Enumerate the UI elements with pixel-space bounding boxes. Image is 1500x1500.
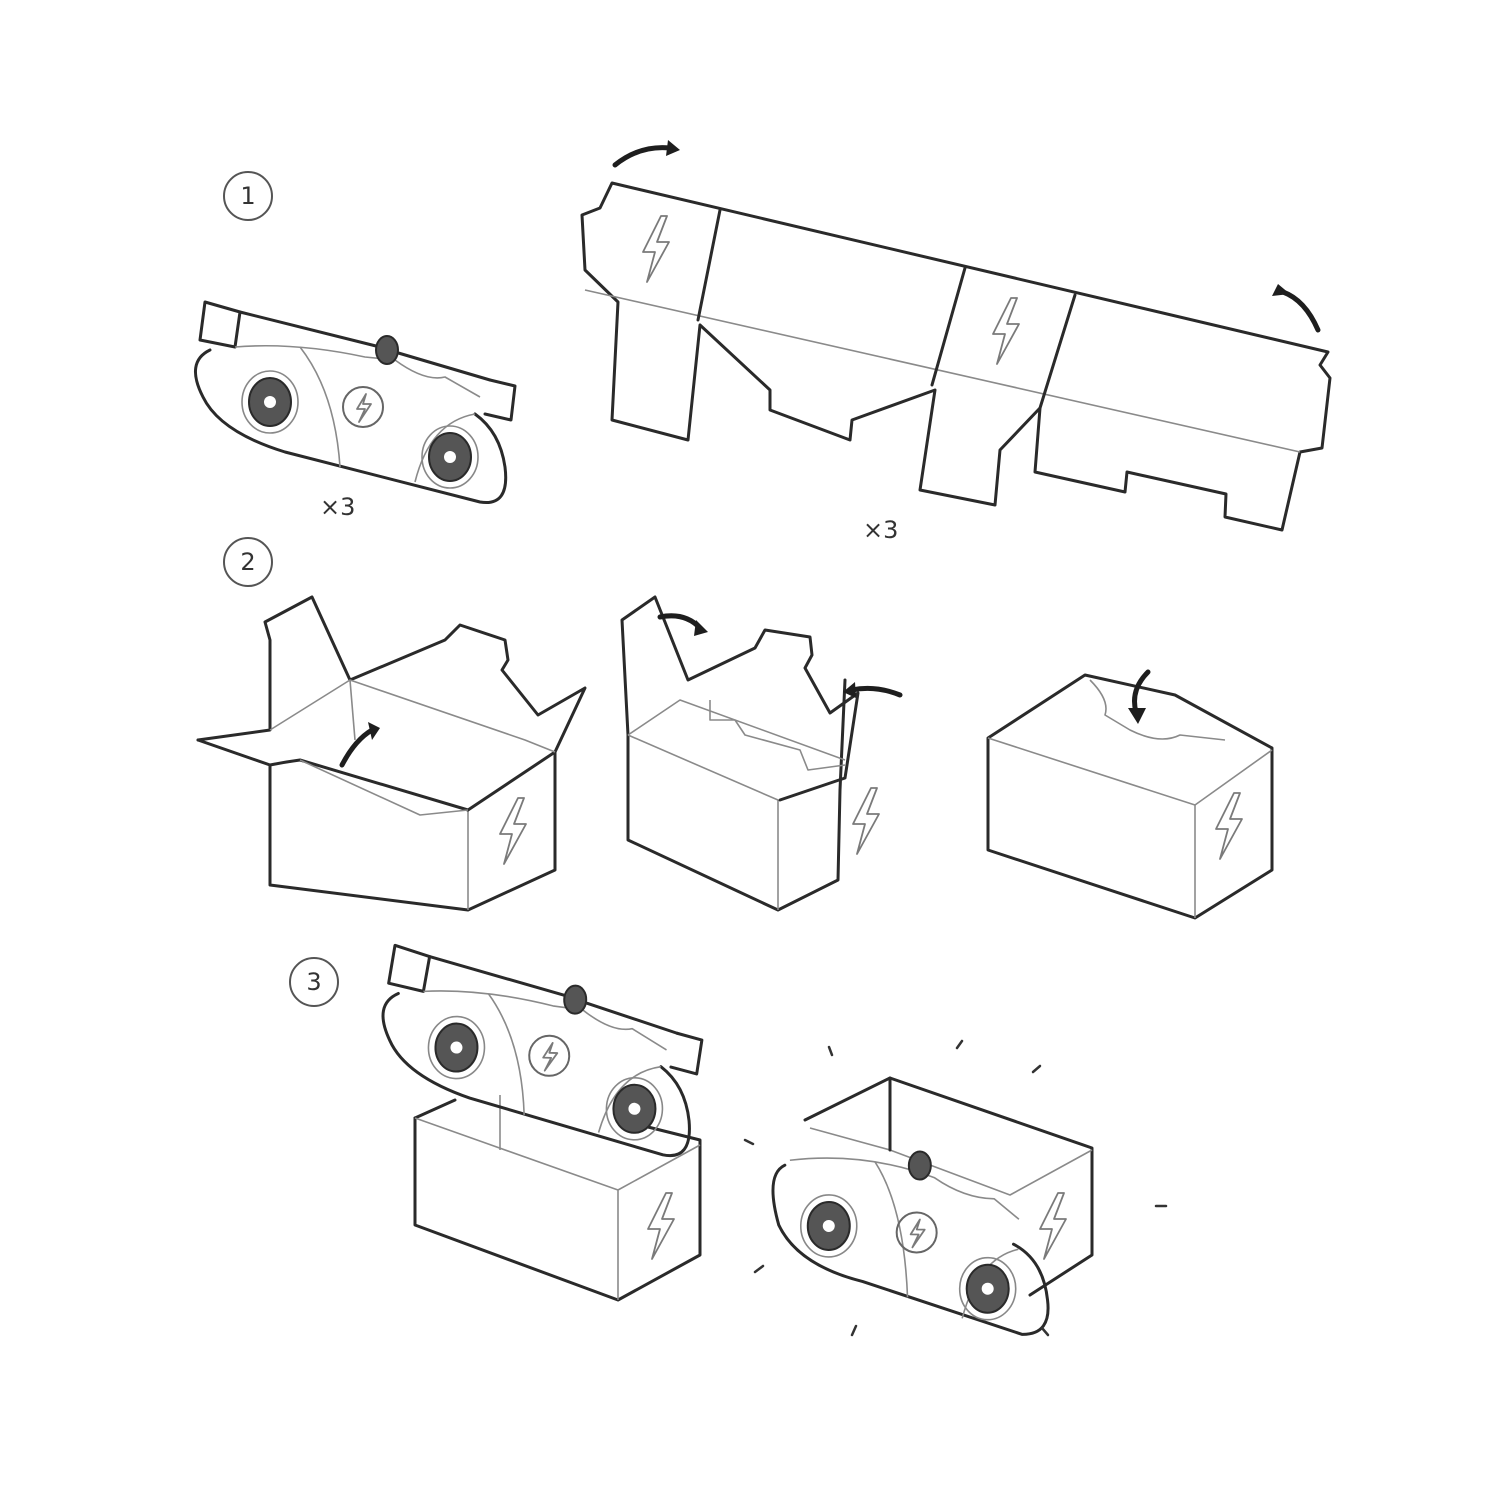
fold-arrow-icon xyxy=(849,685,903,698)
step-2: 2 xyxy=(196,537,1274,920)
step-1: 1 ×3 ×3 xyxy=(195,140,1332,544)
quantity-label-panel: ×3 xyxy=(320,493,355,521)
open-box-frame xyxy=(196,595,587,912)
step-3-number: 3 xyxy=(306,968,321,996)
fold-arrow-icon xyxy=(612,145,673,168)
car-side-panel-part xyxy=(195,302,515,503)
fold-arrow-icon xyxy=(1280,289,1321,333)
step-3: 3 xyxy=(289,945,1168,1337)
flaps-folding-frame xyxy=(620,595,903,912)
quantity-label-net: ×3 xyxy=(863,516,898,544)
finished-car-box-frame xyxy=(743,1039,1168,1337)
box-net-part xyxy=(580,140,1332,532)
step-1-number: 1 xyxy=(240,182,255,210)
fold-arrow-icon xyxy=(1132,669,1151,715)
step-2-number: 2 xyxy=(240,548,255,576)
closed-box-frame xyxy=(986,669,1274,920)
step-1-badge xyxy=(223,171,273,221)
fold-arrow-icon xyxy=(339,727,375,768)
step-2-badge xyxy=(223,537,273,587)
insert-panel-frame xyxy=(378,945,704,1302)
step-3-badge xyxy=(289,957,339,1007)
